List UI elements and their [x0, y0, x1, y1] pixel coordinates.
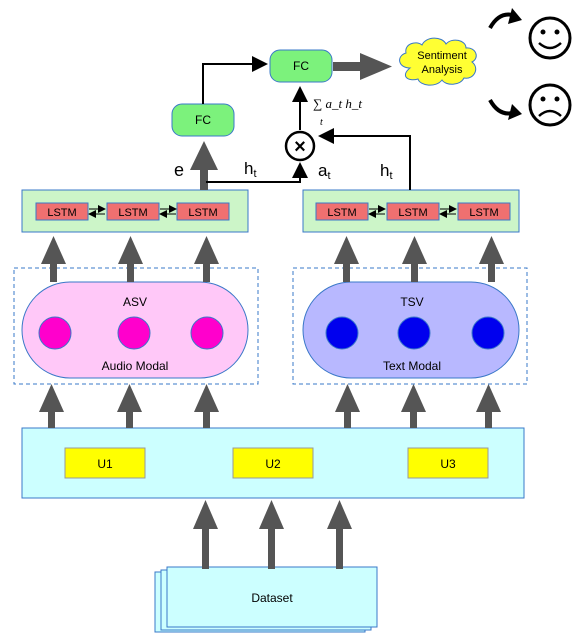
- sum-formula-text: ∑ a_t h_t: [313, 96, 362, 111]
- audio-node: [117, 316, 151, 350]
- text-node: [471, 316, 505, 350]
- arrow-up: [402, 236, 427, 282]
- lstm-label: LSTM: [327, 207, 356, 219]
- utterance-u1-label: U1: [97, 457, 113, 471]
- audio-node: [38, 316, 72, 350]
- text-ht-connector: [318, 128, 411, 190]
- arrow-up: [194, 236, 219, 282]
- utterance-u2: U2: [232, 447, 314, 479]
- h-subscript: t: [389, 170, 392, 182]
- multiply-symbol: ×: [294, 136, 306, 158]
- arrow-up: [476, 384, 501, 428]
- positive-outcome: [488, 8, 572, 60]
- sentiment-cloud: Sentiment Analysis: [399, 37, 477, 86]
- arrow-up: [193, 500, 218, 569]
- multiply-node: ×: [284, 130, 316, 162]
- utterance-u1: U1: [64, 447, 146, 479]
- sum-subscript: t: [320, 117, 323, 128]
- lstm-label: LSTM: [398, 207, 427, 219]
- text-lstm-panel: LSTM LSTM LSTM: [302, 189, 520, 233]
- arrow-up: [41, 236, 66, 282]
- modal-to-lstm-arrows: [41, 236, 504, 282]
- audio-ht-label: ht: [244, 159, 257, 180]
- lstm-cell: [176, 202, 230, 221]
- lstm-label: LSTM: [188, 207, 217, 219]
- text-node: [325, 316, 359, 350]
- audio-modal-label: Audio Modal: [102, 359, 169, 373]
- h-letter: h: [380, 161, 389, 180]
- arrow-up: [327, 500, 352, 569]
- at-label: at: [318, 161, 331, 182]
- utterance-to-modal-arrows: [39, 384, 501, 428]
- dataset-stack: Dataset: [154, 566, 378, 633]
- lstm-label: LSTM: [118, 207, 147, 219]
- fc-audio-label: FC: [195, 113, 211, 127]
- audio-node: [190, 316, 224, 350]
- audio-to-fc-arrow: [190, 141, 218, 190]
- negative-outcome: [488, 83, 572, 127]
- utterance-u2-label: U2: [265, 457, 281, 471]
- sum-formula: ∑ a_t h_t t: [313, 96, 362, 128]
- dataset-to-utterance-arrows: [193, 500, 352, 569]
- a-subscript: t: [327, 170, 330, 182]
- lstm-label: LSTM: [47, 207, 76, 219]
- fc-audio-block: FC: [171, 103, 235, 137]
- fc-to-sentiment-arrow: [333, 53, 392, 80]
- arrow-up: [259, 500, 284, 569]
- sentiment-label-line1: Sentiment: [417, 50, 467, 62]
- arrow-up: [117, 384, 142, 428]
- text-modal-label: Text Modal: [383, 359, 441, 373]
- utterance-u3: U3: [407, 447, 489, 479]
- audio-modal-frame: [13, 267, 259, 385]
- arrow-up: [39, 384, 64, 428]
- arrow-up: [401, 384, 426, 428]
- fc-top-block: FC: [269, 49, 333, 83]
- e-label: e: [174, 160, 184, 180]
- happy-face-icon: [528, 16, 572, 60]
- arrow-up: [335, 384, 360, 428]
- sad-face-icon: [528, 83, 572, 127]
- audio-ht-connector: [206, 162, 308, 183]
- fc-to-fc-connector: [202, 56, 268, 104]
- h-letter: h: [244, 159, 253, 178]
- arrow-up: [334, 236, 359, 282]
- text-node: [397, 316, 431, 350]
- arrow-up: [194, 384, 219, 428]
- h-subscript: t: [253, 168, 256, 180]
- lstm-label: LSTM: [469, 207, 498, 219]
- text-ht-label: ht: [380, 161, 393, 182]
- fc-top-label: FC: [293, 59, 309, 73]
- text-vector-label: TSV: [400, 295, 423, 309]
- a-letter: a: [318, 161, 328, 180]
- lstm-cell: [457, 202, 511, 221]
- audio-vector-label: ASV: [123, 295, 147, 309]
- arrow-up: [479, 236, 504, 282]
- audio-lstm-panel: LSTM LSTM LSTM: [21, 189, 249, 233]
- sentiment-label-line2: Analysis: [422, 64, 463, 76]
- utterance-u3-label: U3: [440, 457, 456, 471]
- arrow-up: [118, 236, 143, 282]
- dataset-label: Dataset: [251, 591, 293, 605]
